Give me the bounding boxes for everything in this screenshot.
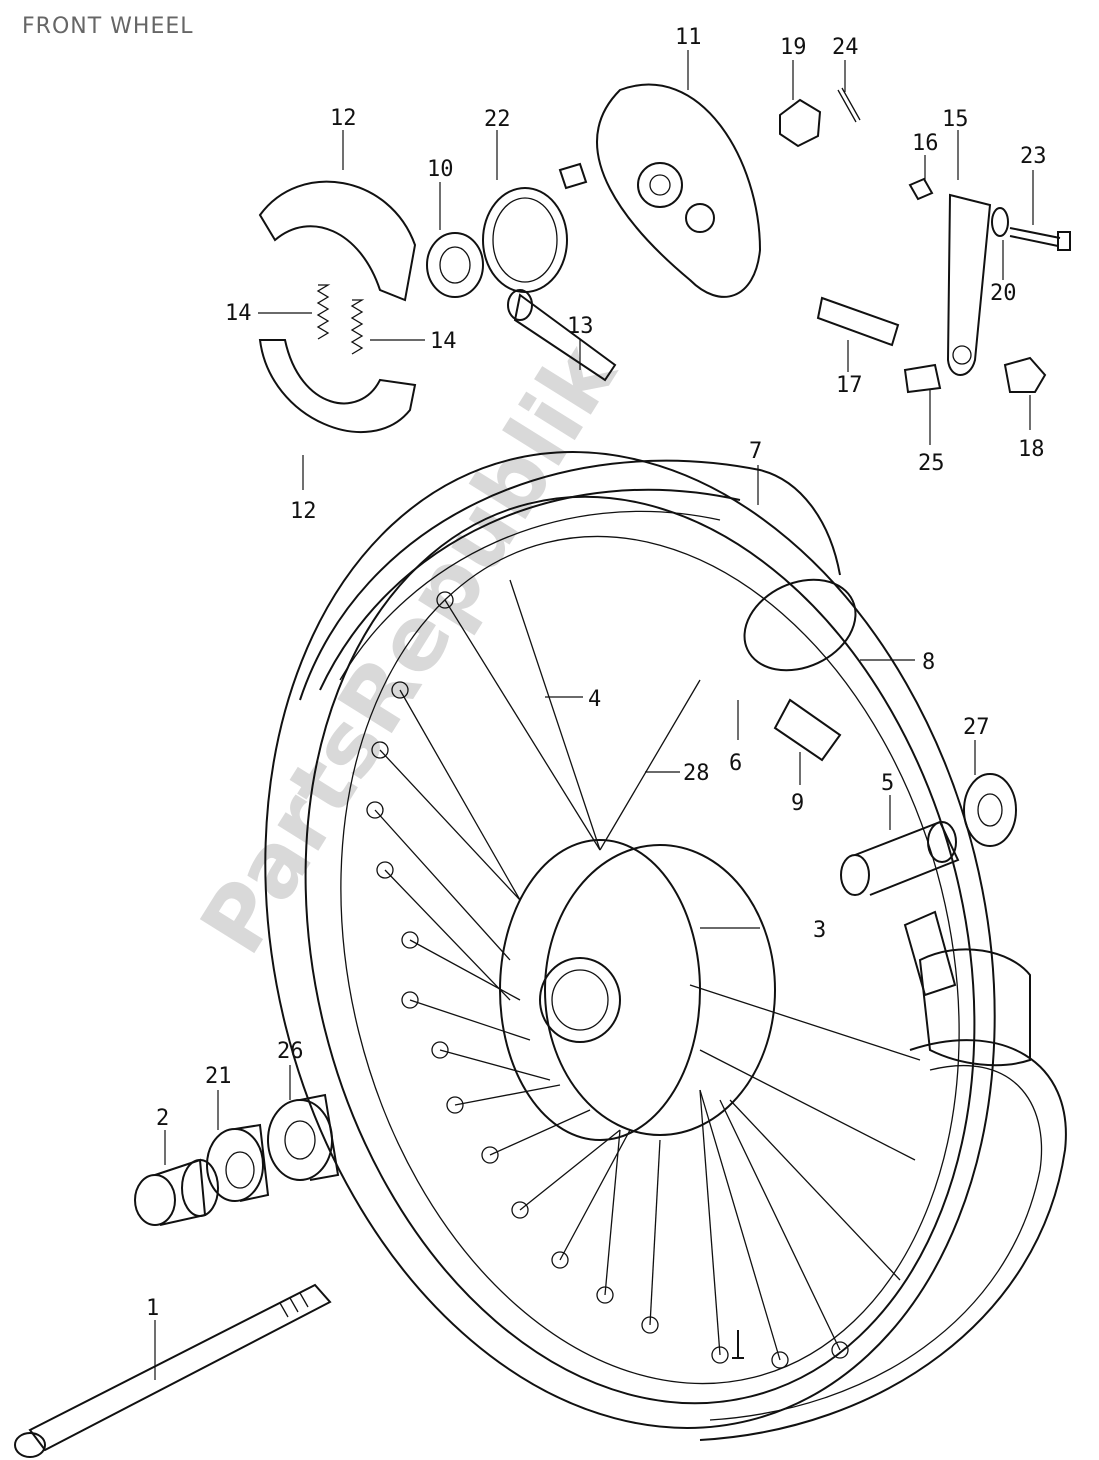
wheel-rim <box>264 451 996 1429</box>
brake-shoe-lower <box>258 339 417 434</box>
valve-stem <box>732 1330 744 1359</box>
callout-14-right: 14 <box>430 329 457 354</box>
callout-18: 18 <box>1018 437 1045 462</box>
callout-2: 2 <box>156 1106 169 1131</box>
callout-20: 20 <box>990 281 1017 306</box>
diagram-title: FRONT WHEEL <box>22 14 194 39</box>
callout-27: 27 <box>963 715 990 740</box>
callout-17: 17 <box>836 373 863 398</box>
callout-21: 21 <box>205 1064 232 1089</box>
cotter-pin <box>837 87 861 123</box>
pin-25 <box>903 363 942 394</box>
callout-22: 22 <box>484 107 511 132</box>
callout-7: 7 <box>749 439 762 464</box>
clip-16 <box>908 177 934 201</box>
callout-3: 3 <box>813 918 826 943</box>
right-bearing <box>963 773 1017 847</box>
callout-16: 16 <box>912 131 939 156</box>
nut-18 <box>1003 356 1047 393</box>
spoke-nipples <box>366 591 849 1369</box>
inner-tube <box>743 578 1031 1067</box>
cam-seal <box>426 232 484 298</box>
distance-collar <box>840 820 960 896</box>
callout-8: 8 <box>922 650 935 675</box>
arm-bolt <box>1009 227 1071 251</box>
panel-seal-ring <box>482 187 568 293</box>
callout-28: 28 <box>683 761 710 786</box>
axle-spacer <box>134 1158 219 1226</box>
brake-arm <box>946 193 992 376</box>
callout-23: 23 <box>1020 144 1047 169</box>
callout-5: 5 <box>881 771 894 796</box>
brake-cam <box>507 289 617 382</box>
watermark: PartsRepublik <box>180 326 637 971</box>
callout-15: 15 <box>942 107 969 132</box>
callout-14-left: 14 <box>225 301 252 326</box>
callout-10: 10 <box>427 157 454 182</box>
rim-band <box>773 698 957 997</box>
callout-12-upper: 12 <box>330 106 357 131</box>
shoe-springs <box>316 284 365 355</box>
callout-24: 24 <box>832 35 859 60</box>
callout-11: 11 <box>675 25 702 50</box>
brake-panel <box>558 83 762 298</box>
callout-25: 25 <box>918 451 945 476</box>
callout-4: 4 <box>588 687 601 712</box>
callout-12-lower: 12 <box>290 499 317 524</box>
nut-19 <box>779 98 822 148</box>
callout-9: 9 <box>791 791 804 816</box>
callout-26: 26 <box>277 1039 304 1064</box>
wheel-hub <box>499 839 776 1141</box>
dust-seal <box>206 1123 270 1202</box>
left-bearing <box>267 1093 340 1181</box>
callout-6: 6 <box>729 751 742 776</box>
axle <box>14 1283 332 1458</box>
callout-13: 13 <box>567 314 594 339</box>
leader-lines <box>154 50 1034 1380</box>
spokes <box>374 579 921 1361</box>
washer-20 <box>991 207 1009 237</box>
callout-19: 19 <box>780 35 807 60</box>
arm-spring <box>816 296 900 347</box>
callout-1: 1 <box>146 1296 159 1321</box>
tire <box>299 459 1067 1441</box>
callout-labels: 1 2 3 4 5 6 7 8 9 10 11 12 12 13 14 14 1… <box>146 25 1047 1321</box>
brake-shoe-upper <box>258 180 417 302</box>
